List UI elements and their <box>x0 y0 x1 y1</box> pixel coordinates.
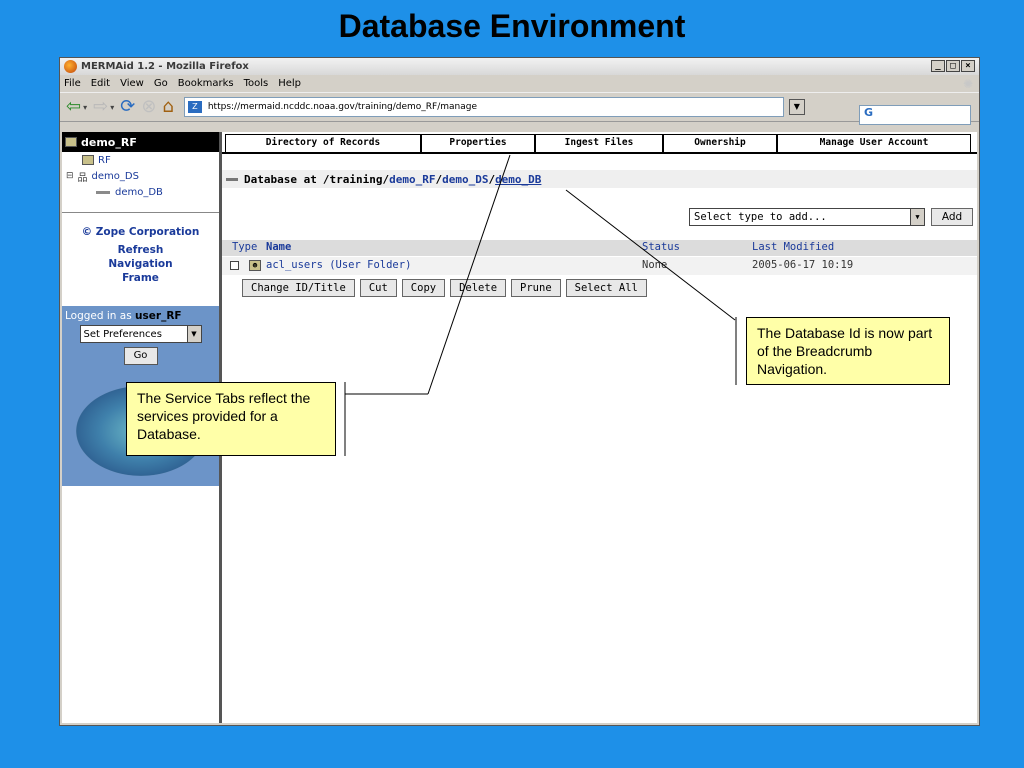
menu-go[interactable]: Go <box>153 78 168 89</box>
folder-icon <box>82 155 94 165</box>
refresh-line-2: Navigation <box>108 258 173 270</box>
zope-block: © Zope Corporation Refresh Navigation Fr… <box>62 212 219 285</box>
tab-properties[interactable]: Properties <box>421 134 535 152</box>
header-last-modified[interactable]: Last Modified <box>752 241 835 253</box>
database-icon <box>96 190 110 194</box>
tree-node-label: demo_DS <box>91 170 139 182</box>
minimize-button[interactable]: _ <box>931 60 945 72</box>
logged-in-user: user_RF <box>135 310 182 322</box>
url-text: https://mermaid.ncddc.noaa.gov/training/… <box>207 102 478 112</box>
collapse-icon[interactable]: ⊟ <box>66 171 74 181</box>
service-tabs: Directory of Records Properties Ingest F… <box>222 134 977 154</box>
add-type-value: Select type to add... <box>694 211 827 223</box>
menu-tools[interactable]: Tools <box>243 78 269 89</box>
cut-button[interactable]: Cut <box>359 279 397 297</box>
preferences-select[interactable]: Set Preferences ▼ <box>79 325 202 343</box>
delete-button[interactable]: Delete <box>450 279 507 297</box>
menu-bar: File Edit View Go Bookmarks Tools Help ✺ <box>60 75 979 92</box>
search-input[interactable]: G <box>859 105 971 125</box>
maximize-button[interactable]: □ <box>946 60 960 72</box>
add-object-row: Select type to add... ▼ Add <box>689 208 973 226</box>
reload-icon[interactable]: ⟳ <box>120 96 136 117</box>
forward-arrow-icon[interactable]: ⇨ <box>93 96 109 117</box>
breadcrumb-separator: / <box>488 172 496 186</box>
back-arrow-icon[interactable]: ⇦ <box>66 96 82 117</box>
change-id-title-button[interactable]: Change ID/Title <box>242 279 355 297</box>
close-button[interactable]: × <box>961 60 975 72</box>
url-dropdown-icon[interactable]: ▼ <box>788 99 805 115</box>
user-folder-icon: ☻ <box>249 260 261 271</box>
copy-button[interactable]: Copy <box>401 279 446 297</box>
prune-button[interactable]: Prune <box>511 279 561 297</box>
back-dropdown-icon[interactable]: ▾ <box>83 102 88 112</box>
tab-manage-user-account[interactable]: Manage User Account <box>777 134 971 152</box>
network-icon: 品 <box>77 172 88 184</box>
header-name[interactable]: Name <box>266 241 292 253</box>
row-status: None <box>642 259 668 271</box>
add-button[interactable]: Add <box>931 208 973 226</box>
stop-icon[interactable]: ⊗ <box>141 96 157 117</box>
breadcrumb-demo-ds[interactable]: demo_DS <box>442 172 489 186</box>
tree-node-rf[interactable]: RF <box>62 152 219 168</box>
tree-root[interactable]: demo_RF <box>62 132 219 152</box>
header-status[interactable]: Status <box>642 241 680 253</box>
menu-bookmarks[interactable]: Bookmarks <box>177 78 234 89</box>
window-titlebar: MERMAid 1.2 - Mozilla Firefox _ □ × <box>60 58 979 75</box>
callout-service-tabs: The Service Tabs reflect the services pr… <box>126 382 336 456</box>
tree-node-label: demo_DB <box>115 186 163 198</box>
logged-in-text: Logged in as user_RF <box>62 306 219 325</box>
chevron-down-icon[interactable]: ▼ <box>186 326 201 342</box>
slide-title: Database Environment <box>338 8 686 44</box>
menu-edit[interactable]: Edit <box>90 78 111 89</box>
database-icon <box>226 177 238 181</box>
nav-toolbar: ⇦ ▾ ⇨ ▾ ⟳ ⊗ ⌂ Z https://mermaid.ncddc.no… <box>60 92 979 122</box>
tree-root-label: demo_RF <box>81 135 137 149</box>
menu-view[interactable]: View <box>120 78 144 89</box>
action-buttons: Change ID/Title Cut Copy Delete Prune Se… <box>242 279 647 297</box>
logged-in-prefix: Logged in as <box>65 310 132 322</box>
callout-database-id: The Database Id is now part of the Bread… <box>746 317 950 385</box>
tab-directory-of-records[interactable]: Directory of Records <box>225 134 421 152</box>
firefox-icon <box>64 60 77 73</box>
row-modified: 2005-06-17 10:19 <box>752 259 854 271</box>
breadcrumb-label: Database at <box>244 172 317 186</box>
select-all-button[interactable]: Select All <box>565 279 647 297</box>
add-type-select[interactable]: Select type to add... ▼ <box>689 208 925 226</box>
tree-node-demo-ds[interactable]: ⊟ 品 demo_DS <box>62 168 219 184</box>
tree-node-label: RF <box>98 154 111 166</box>
menu-file[interactable]: File <box>64 78 81 89</box>
preferences-value: Set Preferences <box>83 328 162 340</box>
home-icon[interactable]: ⌂ <box>162 96 174 117</box>
throbber-icon: ✺ <box>962 77 973 91</box>
forward-dropdown-icon[interactable]: ▾ <box>110 102 115 112</box>
go-button[interactable]: Go <box>123 347 158 365</box>
tree-node-demo-db[interactable]: demo_DB <box>62 184 219 200</box>
tab-ingest-files[interactable]: Ingest Files <box>535 134 663 152</box>
row-checkbox[interactable] <box>230 261 239 270</box>
breadcrumb-demo-db[interactable]: demo_DB <box>495 172 542 186</box>
tab-ownership[interactable]: Ownership <box>663 134 777 152</box>
breadcrumb-root: /training/ <box>322 172 390 186</box>
refresh-line-3: Frame <box>122 272 159 284</box>
table-row: ☻ acl_users (User Folder) None 2005-06-1… <box>222 257 977 275</box>
header-type[interactable]: Type <box>232 241 258 253</box>
window-title: MERMAid 1.2 - Mozilla Firefox <box>81 61 249 72</box>
refresh-navigation-link[interactable]: Refresh Navigation Frame <box>62 243 219 285</box>
zope-link[interactable]: © Zope Corporation <box>81 226 200 238</box>
site-icon: Z <box>187 101 202 113</box>
url-bar[interactable]: Z https://mermaid.ncddc.noaa.gov/trainin… <box>183 97 805 117</box>
list-header: Type Name Status Last Modified <box>222 240 977 256</box>
breadcrumb-separator: / <box>435 172 443 186</box>
breadcrumb-demo-rf[interactable]: demo_RF <box>389 172 436 186</box>
refresh-line-1: Refresh <box>117 244 164 256</box>
window-controls: _ □ × <box>931 60 975 72</box>
row-name-link[interactable]: acl_users (User Folder) <box>266 259 412 271</box>
breadcrumb: Database at /training/ demo_RF / demo_DS… <box>222 170 977 188</box>
menu-help[interactable]: Help <box>278 78 302 89</box>
chevron-down-icon[interactable]: ▼ <box>910 209 924 225</box>
site-folder-icon <box>65 137 77 147</box>
